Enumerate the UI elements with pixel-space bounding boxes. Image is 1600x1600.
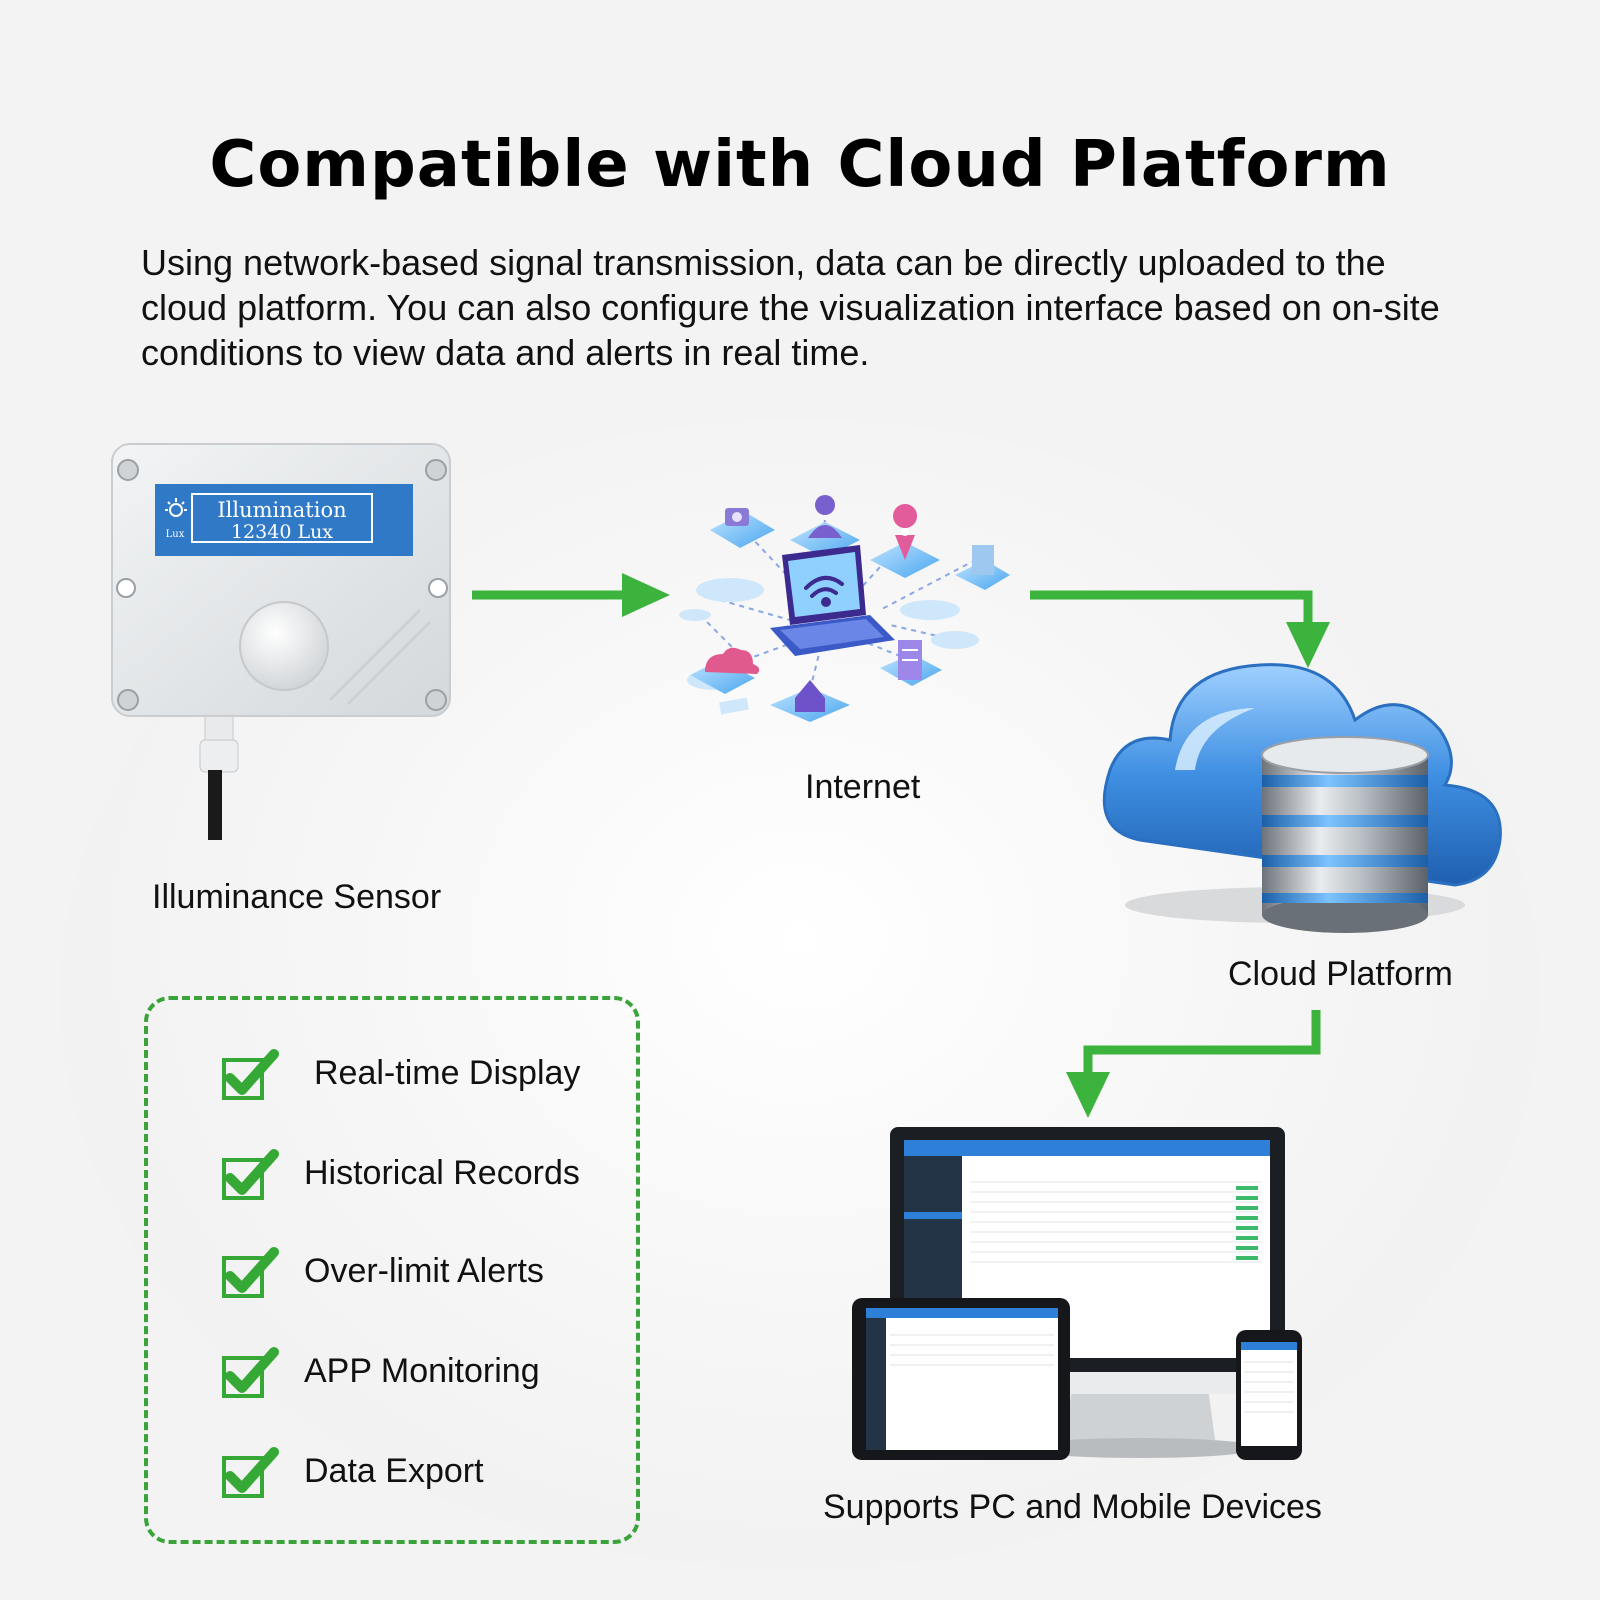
internet-label: Internet — [805, 768, 921, 806]
arrow-cloud-to-devices — [1066, 1010, 1321, 1118]
checkmark-icon — [222, 1447, 279, 1498]
cloud-database-icon — [1102, 663, 1502, 933]
feature-item: Historical Records — [220, 1146, 620, 1206]
device-display-line2: 12340 Lux — [231, 521, 333, 543]
checkmark-icon — [222, 1149, 279, 1200]
feature-label: Real-time Display — [314, 1054, 581, 1092]
checkmark-icon — [222, 1347, 279, 1398]
page-description: Using network-based signal transmission,… — [141, 242, 1440, 373]
laptop-icon — [770, 545, 895, 656]
checkmark-icon — [222, 1049, 279, 1100]
feature-list-box: Real-time Display Historical Records Ove… — [144, 996, 640, 1544]
feature-label: Data Export — [304, 1452, 484, 1490]
tablet-device — [852, 1298, 1070, 1460]
feature-label: Over-limit Alerts — [304, 1252, 544, 1290]
feature-label: Historical Records — [304, 1154, 580, 1192]
feature-item: Real-time Display — [220, 1046, 620, 1106]
checkmark-icon — [222, 1247, 279, 1298]
page-title: Compatible with Cloud Platform — [209, 128, 1391, 202]
feature-label: APP Monitoring — [304, 1352, 540, 1390]
internet-network-illustration — [679, 495, 1010, 722]
feature-item: Over-limit Alerts — [220, 1244, 620, 1304]
devices-label: Supports PC and Mobile Devices — [823, 1488, 1322, 1526]
sensor-label: Illuminance Sensor — [152, 878, 442, 916]
device-display-line1: Illumination — [217, 498, 346, 522]
devices-illustration — [852, 1127, 1302, 1460]
sun-icon — [165, 498, 187, 517]
feature-item: APP Monitoring — [220, 1344, 620, 1404]
cloud-platform-label: Cloud Platform — [1228, 955, 1453, 993]
feature-item: Data Export — [220, 1444, 620, 1504]
arrow-sensor-to-internet — [472, 573, 670, 617]
wifi-icon — [804, 576, 844, 607]
arrow-internet-to-cloud — [1030, 590, 1330, 668]
mobile-phone — [1236, 1330, 1302, 1460]
illuminance-sensor-device: Illumination 12340 Lux Lux — [111, 443, 451, 840]
device-unit-label: Lux — [166, 529, 185, 540]
